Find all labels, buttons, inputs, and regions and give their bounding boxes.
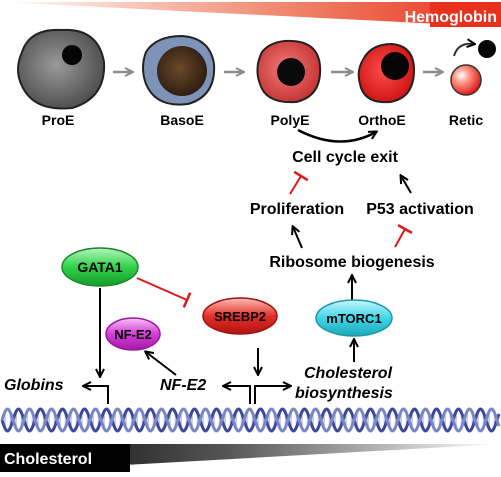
gata1-node: GATA1 [61, 247, 139, 287]
nf-e2-protein-node: NF-E2 [105, 317, 161, 351]
arrow-p53-to-cellcycle [401, 176, 412, 194]
dna-strand [0, 407, 501, 433]
arrow-ribosome-to-proliferation [293, 227, 303, 249]
cell-basoe: BasoE [142, 34, 216, 128]
mtorc1-label: mTORC1 [326, 311, 381, 326]
inhibit-proliferation-to-cellcycle [289, 170, 309, 195]
p53-activation-label: P53 activation [366, 201, 474, 218]
promoter-cholesterol-biosynthesis [254, 386, 290, 404]
enucleation-arrow [453, 44, 474, 57]
srebp2-node: SREBP2 [202, 297, 278, 335]
cholesterol-biosynthesis-label-2: biosynthesis [295, 385, 393, 402]
basoe-label: BasoE [160, 112, 204, 128]
orthoe-label: OrthoE [358, 112, 405, 128]
dna-strand [0, 407, 501, 433]
cell-orthoe: OrthoE [357, 42, 416, 128]
ribosome-biogenesis-label: Ribosome biogenesis [269, 254, 434, 271]
cell-cycle-exit-label: Cell cycle exit [292, 149, 399, 166]
cholesterol-banner: Cholesterol [0, 444, 501, 472]
proe-label: ProE [42, 112, 75, 128]
arrow-nf-e2-gene-to-protein [146, 352, 177, 376]
nf-e2-gene-label: NF-E2 [160, 377, 206, 394]
arrow-polye-to-orthoe [297, 128, 376, 143]
hemoglobin-banner: Hemoglobin [0, 2, 501, 27]
cell-polye: PolyE [256, 39, 322, 128]
mtorc1-node: mTORC1 [315, 299, 393, 337]
proliferation-label: Proliferation [250, 201, 344, 218]
promoter-nf-e2 [224, 386, 251, 404]
hemoglobin-label: Hemoglobin [405, 9, 497, 26]
retic-label: Retic [449, 112, 483, 128]
cholesterol-label: Cholesterol [4, 451, 92, 468]
inhibit-gata1-to-srebp2 [136, 277, 192, 308]
nf-e2-protein-label: NF-E2 [114, 327, 152, 342]
globins-gene-label: Globins [4, 377, 64, 394]
cholesterol-biosynthesis-label-1: Cholesterol [304, 365, 393, 382]
cell-retic: Retic [449, 40, 496, 128]
polye-label: PolyE [271, 112, 310, 128]
promoter-globins [84, 386, 109, 404]
dna-helix [0, 407, 501, 433]
gata1-label: GATA1 [77, 259, 123, 275]
cell-proe: ProE [17, 28, 106, 128]
inhibit-ribosome-to-p53 [394, 224, 413, 248]
srebp2-label: SREBP2 [214, 309, 266, 324]
